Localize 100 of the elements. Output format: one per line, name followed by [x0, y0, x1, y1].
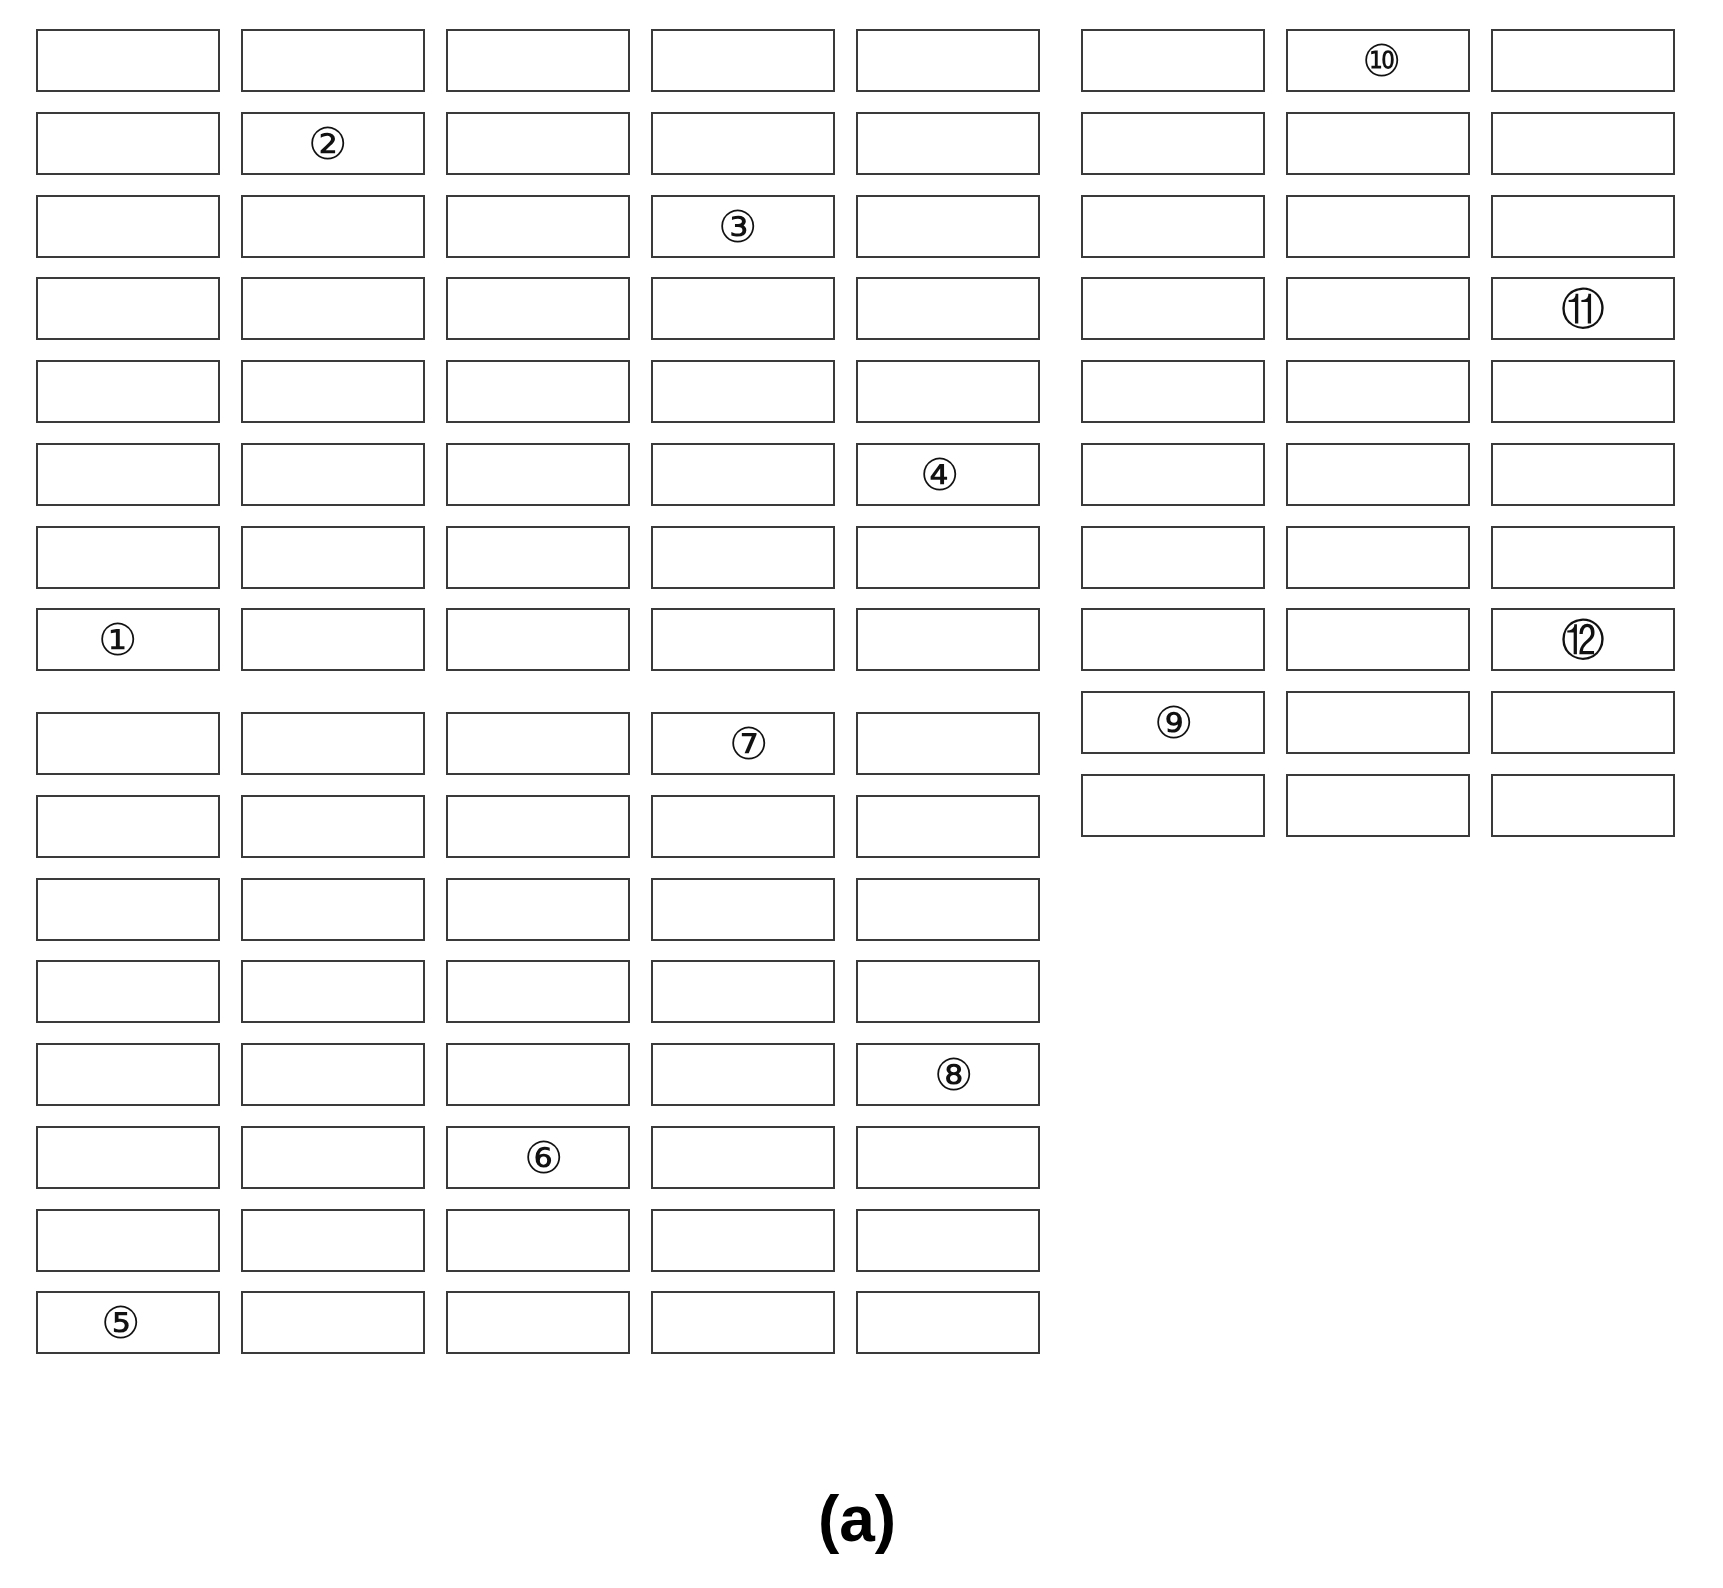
grid-box	[651, 111, 835, 175]
callout-number: ⑧	[933, 1051, 973, 1099]
callout-number: ②	[307, 119, 347, 168]
grid-box	[36, 712, 220, 775]
grid-box	[1081, 525, 1265, 589]
grid-box	[651, 360, 835, 423]
grid-box	[36, 608, 220, 672]
callout-number: ⑩	[1361, 37, 1401, 85]
grid-box	[36, 111, 220, 175]
grid-box	[446, 442, 630, 506]
grid-box	[446, 712, 630, 775]
grid-box	[856, 442, 1040, 506]
grid-box	[36, 960, 220, 1024]
grid-box	[241, 360, 425, 423]
grid-box	[856, 1208, 1040, 1272]
grid-box	[446, 960, 630, 1024]
grid-box	[446, 1291, 630, 1355]
grid-box	[241, 1208, 425, 1272]
grid-box	[856, 877, 1040, 941]
grid-box	[856, 1125, 1040, 1189]
grid-box	[856, 1291, 1040, 1355]
grid-box	[241, 111, 425, 175]
grid-box	[1286, 773, 1470, 837]
grid-box	[856, 960, 1040, 1024]
grid-box	[1286, 608, 1470, 672]
grid-box	[651, 1125, 835, 1189]
grid-box	[651, 277, 835, 341]
grid-box	[446, 877, 630, 941]
grid-box	[651, 1043, 835, 1106]
grid-box	[1286, 360, 1470, 423]
callout-number: ③	[717, 202, 757, 251]
grid-box	[1286, 691, 1470, 754]
grid-box	[1286, 194, 1470, 258]
grid-box	[446, 194, 630, 258]
grid-box	[1491, 691, 1675, 754]
grid-box	[241, 608, 425, 672]
grid-box	[446, 608, 630, 672]
grid-box	[1081, 277, 1265, 341]
grid-box	[241, 194, 425, 258]
grid-box	[241, 1291, 425, 1355]
grid-box	[241, 525, 425, 589]
grid-box	[241, 712, 425, 775]
grid-box	[1491, 525, 1675, 589]
grid-box	[1081, 29, 1265, 92]
grid-box	[1081, 360, 1265, 423]
grid-box	[241, 1125, 425, 1189]
grid-box	[446, 111, 630, 175]
grid-box	[1286, 442, 1470, 506]
grid-box	[241, 1043, 425, 1106]
grid-box	[1286, 29, 1470, 92]
grid-box	[1081, 111, 1265, 175]
grid-box	[241, 794, 425, 858]
figure-caption: (a)	[816, 1482, 898, 1556]
grid-box	[1491, 773, 1675, 837]
grid-box	[856, 360, 1040, 423]
grid-box	[241, 442, 425, 506]
grid-box	[446, 1208, 630, 1272]
grid-box	[36, 1125, 220, 1189]
grid-box	[856, 1043, 1040, 1106]
grid-box	[446, 277, 630, 341]
grid-box	[1081, 608, 1265, 672]
grid-box	[856, 29, 1040, 92]
grid-box	[446, 29, 630, 92]
grid-box	[856, 111, 1040, 175]
grid-box	[856, 277, 1040, 341]
grid-box	[1081, 442, 1265, 506]
grid-box	[651, 525, 835, 589]
grid-box	[36, 194, 220, 258]
grid-box	[36, 794, 220, 858]
grid-box	[36, 1291, 220, 1355]
grid-box	[1286, 277, 1470, 341]
grid-box	[1491, 111, 1675, 175]
grid-box	[651, 712, 835, 775]
grid-box	[241, 960, 425, 1024]
grid-box	[36, 360, 220, 423]
grid-box	[36, 442, 220, 506]
grid-box	[856, 608, 1040, 672]
grid-box	[1491, 29, 1675, 92]
grid-box	[1286, 111, 1470, 175]
grid-box	[241, 29, 425, 92]
callout-number: ⑨	[1153, 699, 1193, 747]
grid-box	[856, 794, 1040, 858]
grid-box	[651, 1291, 835, 1355]
grid-box	[446, 1043, 630, 1106]
grid-box	[856, 525, 1040, 589]
callout-number: ①	[97, 616, 137, 665]
grid-box	[1286, 525, 1470, 589]
grid-box	[36, 525, 220, 589]
grid-box	[651, 194, 835, 258]
grid-box	[1081, 691, 1265, 754]
grid-box	[1491, 194, 1675, 258]
grid-box	[36, 877, 220, 941]
grid-box	[1081, 194, 1265, 258]
callout-number: ⑦	[728, 720, 768, 768]
grid-box	[1491, 360, 1675, 423]
grid-box	[36, 1043, 220, 1106]
grid-box	[1491, 277, 1675, 341]
grid-box	[856, 194, 1040, 258]
callout-number: ⑪	[1561, 285, 1605, 334]
grid-box	[36, 277, 220, 341]
